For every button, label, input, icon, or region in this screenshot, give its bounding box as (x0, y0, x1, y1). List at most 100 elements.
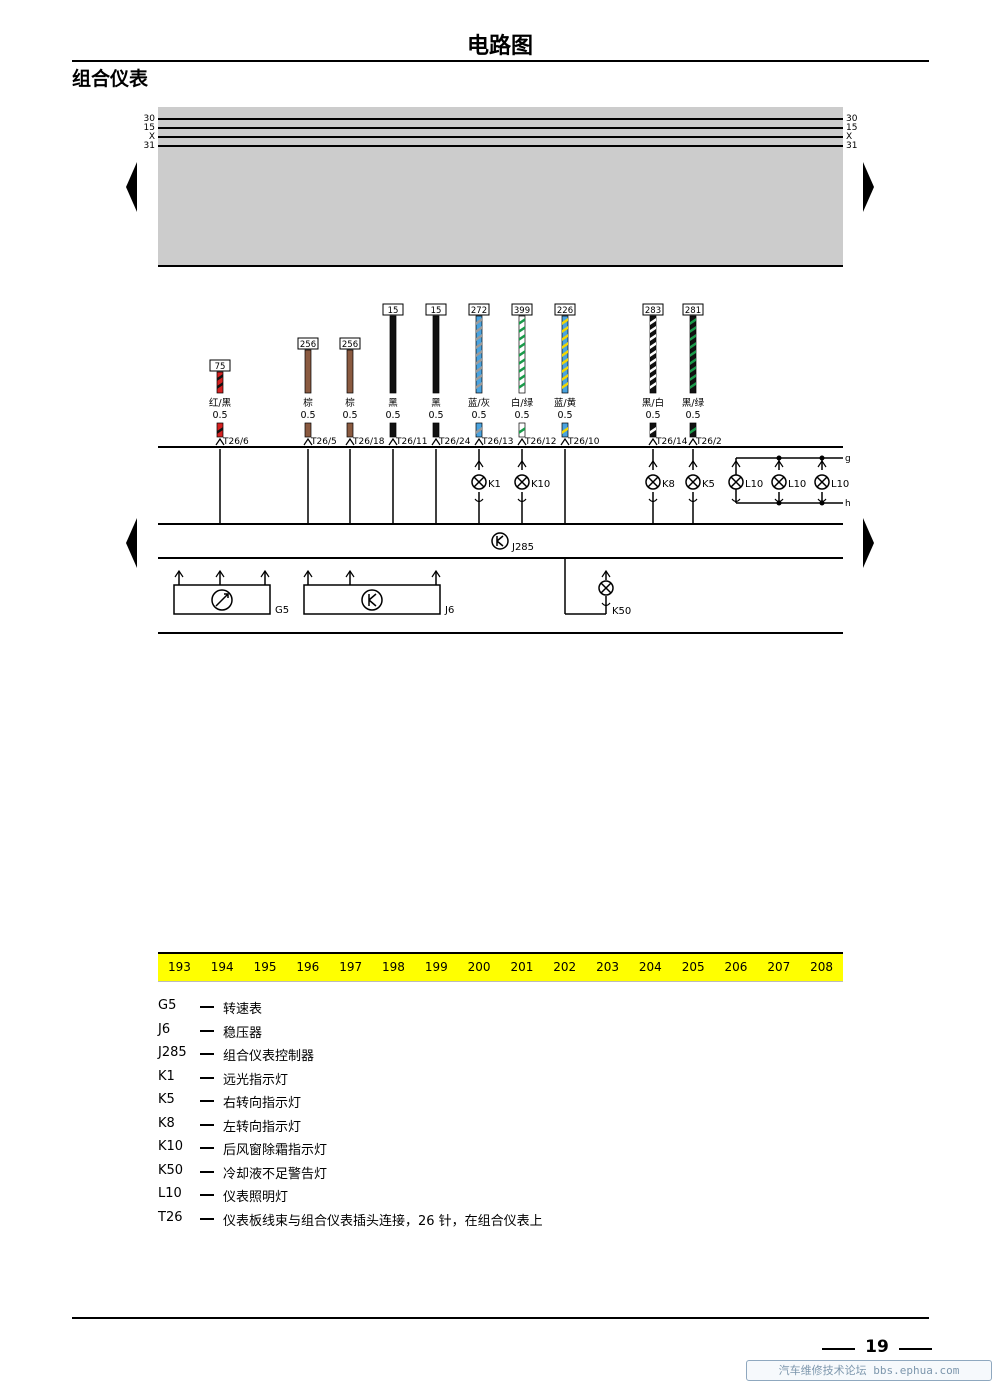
wire-stripe (562, 326, 568, 333)
pin-arrow (517, 437, 527, 446)
grid-number: 206 (724, 960, 748, 974)
legend-desc: 左转向指示灯 (223, 1119, 302, 1135)
legend-dash (200, 1076, 214, 1079)
wire-stripe (519, 334, 525, 341)
pin-label: T26/12 (524, 437, 556, 447)
wire-stripe (650, 318, 656, 325)
lamp-l10-icon (814, 474, 830, 490)
grid-number: 201 (510, 960, 534, 974)
legend-dash (200, 1053, 214, 1055)
wire-stripe (519, 366, 525, 373)
wire-stripe (690, 318, 696, 325)
lamp-k1-icon (471, 474, 487, 490)
legend-desc: 稳压器 (223, 1025, 263, 1041)
legend-dash (200, 1029, 214, 1032)
label-l10: L10 (745, 479, 763, 490)
page-number-dash (899, 1348, 932, 1350)
legend-desc: 组合仪表控制器 (223, 1049, 315, 1064)
wire-stripe (690, 334, 696, 341)
next-page-arrow-icon[interactable] (863, 162, 874, 212)
legend-code: L10 (158, 1186, 182, 1201)
wire-band (432, 315, 440, 394)
wire-size: 0.5 (212, 410, 227, 421)
pin-arrow (431, 437, 441, 446)
wire-stripe (476, 326, 482, 333)
rail-label-g: g (845, 454, 851, 464)
wire-stripe (217, 374, 223, 381)
wire-stripe (562, 366, 568, 373)
wire-color-label: 黑/绿 (682, 397, 705, 409)
rail-label-left: 31 (144, 141, 155, 151)
wire-band (346, 422, 354, 438)
pin-label: T26/13 (481, 437, 513, 447)
wire-code: 256 (300, 340, 316, 350)
wire-code-box (554, 303, 576, 316)
grid-number: 200 (467, 960, 491, 974)
rail-label-right: X (846, 132, 852, 142)
wire-stripe (650, 382, 656, 389)
wire-code: 272 (471, 306, 487, 316)
label-j285: J285 (511, 542, 534, 553)
legend-dash (200, 1100, 214, 1102)
next-page-arrow-icon[interactable] (863, 518, 874, 568)
wire-band (389, 315, 397, 394)
wire-code-box (511, 303, 533, 316)
legend-dash (200, 1147, 214, 1149)
grid-number: 198 (382, 960, 405, 974)
lamp-k8-icon (645, 474, 661, 490)
wire-stripe (650, 374, 656, 381)
legend-desc: 转速表 (223, 1002, 263, 1017)
wire-color-label: 棕 (345, 397, 355, 409)
pin-arrow (560, 437, 570, 446)
page-number: 19 (822, 1337, 932, 1361)
legend-code: K10 (158, 1139, 184, 1154)
wire-code: 15 (388, 306, 399, 316)
rail-label-left: X (149, 132, 155, 142)
wire-size: 0.5 (685, 410, 700, 421)
regulator-j6-icon (361, 589, 383, 611)
label-j6: J6 (444, 605, 454, 616)
wire-stripe (690, 427, 696, 434)
junction-dot (819, 455, 825, 461)
grid-number: 196 (296, 960, 320, 974)
wire-stripe (519, 326, 525, 333)
rail-label-right: 15 (846, 123, 857, 133)
legend-desc: 仪表照明灯 (223, 1190, 289, 1205)
legend-desc: 后风窗除霜指示灯 (223, 1143, 328, 1158)
wire-size: 0.5 (385, 410, 400, 421)
gauge-g5-icon (211, 589, 233, 611)
pin-label: T26/14 (655, 437, 688, 447)
prev-page-arrow-icon[interactable] (126, 518, 137, 568)
wire-stripe (690, 366, 696, 373)
wire-stripe (562, 427, 568, 434)
wire-color-label: 蓝/灰 (468, 397, 490, 409)
wire-code: 256 (342, 340, 358, 350)
legend-desc: 冷却液不足警告灯 (223, 1166, 328, 1182)
legend-code: T26 (158, 1209, 183, 1225)
wire-stripe (690, 350, 696, 357)
wire-size: 0.5 (342, 410, 357, 421)
wire-stripe (562, 334, 568, 341)
page-title: 电路图 (466, 34, 533, 59)
wire-stripe (562, 350, 568, 357)
wire-code: 226 (557, 306, 573, 316)
wire-stripe (476, 366, 482, 373)
wire-stripe (519, 318, 525, 325)
grid-number: 194 (210, 960, 234, 974)
wires: 75红/黑0.5T26/6256棕0.5T26/5256棕0.5T26/1815… (209, 303, 722, 447)
wire-stripe (562, 342, 568, 349)
grid-number: 208 (810, 960, 834, 974)
grid-number: 205 (681, 960, 705, 974)
forum-watermark[interactable]: 汽车维修技术论坛 bbs.ephua.com (746, 1360, 992, 1381)
prev-page-arrow-icon[interactable] (126, 162, 137, 212)
pin-arrow (345, 437, 355, 446)
legend-desc: 右转向指示灯 (223, 1096, 302, 1111)
rail-label-left: 30 (144, 114, 156, 124)
